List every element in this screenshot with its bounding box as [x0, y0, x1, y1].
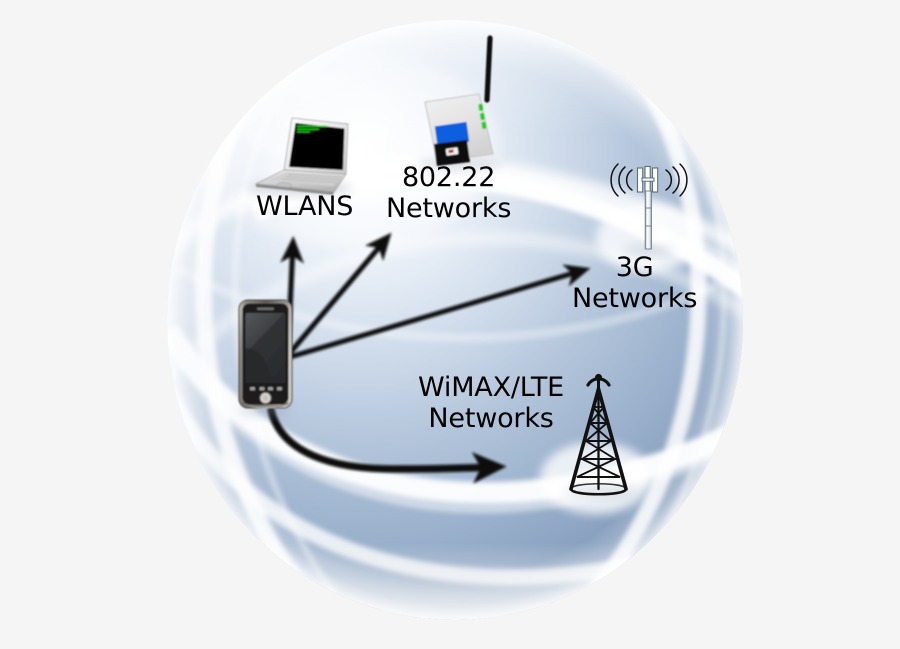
tower-bracing: [576, 406, 621, 478]
router-leds: [478, 103, 487, 129]
laptop-keyboard: [267, 172, 343, 187]
tower-base: [569, 487, 628, 496]
router-blue-panel: [434, 121, 470, 147]
router-antenna: [484, 35, 493, 103]
arrow-to-wimax: [267, 406, 507, 484]
phone-chin: [242, 402, 289, 409]
smartphone[interactable]: [238, 299, 293, 416]
tower-legs: [569, 387, 628, 491]
laptop-screen: [289, 123, 345, 170]
antenna-panels: [636, 165, 659, 195]
wireless-router[interactable]: [417, 35, 501, 171]
arrow-to-80222: [287, 232, 392, 356]
phone-screen-glare: [245, 348, 271, 383]
laptop[interactable]: [248, 117, 352, 196]
phone-earpiece: [257, 307, 274, 311]
cell-antenna[interactable]: [610, 163, 688, 255]
laptop-terminal-text: [297, 125, 327, 133]
antenna-signal-arcs: [610, 163, 688, 197]
laptop-front-edge: [256, 184, 334, 195]
antenna-shadow: [623, 245, 675, 255]
antenna-mast-joints: [645, 207, 652, 227]
phone-softkeys[interactable]: [250, 387, 282, 391]
router-logo-mark: [448, 149, 454, 154]
laptop-key-rows: [281, 174, 342, 183]
tower-base-top: [570, 483, 627, 490]
connection-arrows: [267, 232, 591, 484]
radio-tower[interactable]: [564, 373, 632, 497]
antenna-mast: [644, 190, 652, 250]
arrow-to-3g: [289, 264, 591, 360]
